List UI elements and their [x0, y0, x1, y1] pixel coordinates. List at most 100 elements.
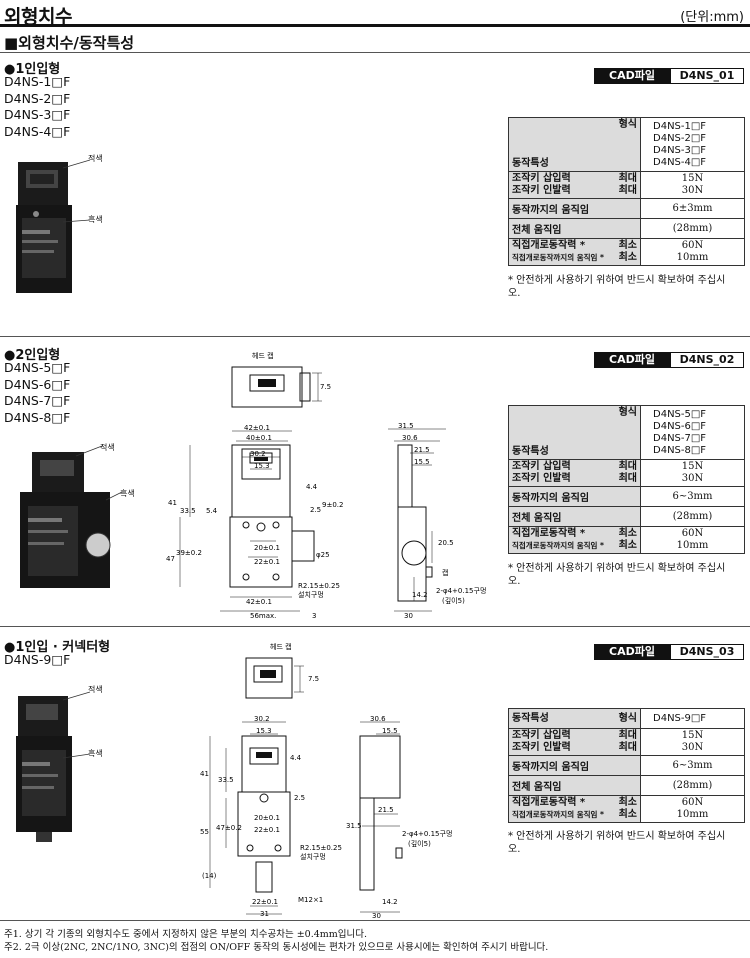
svg-text:2.5: 2.5 — [310, 506, 321, 514]
pretravel-value: 6~3mm — [640, 755, 745, 776]
svg-text:47: 47 — [166, 555, 175, 563]
pretravel-value: 6±3mm — [640, 198, 745, 219]
model-item: D4NS-5□F — [4, 360, 71, 375]
svg-text:30: 30 — [372, 912, 381, 918]
svg-text:9±0.2: 9±0.2 — [322, 501, 343, 509]
section-subtitle: ■외형치수/동작특성 — [4, 34, 135, 52]
svg-text:30.2: 30.2 — [250, 450, 266, 458]
type-header-cell: 형식 동작특성 — [508, 405, 641, 460]
svg-text:2-φ4+0.15구멍: 2-φ4+0.15구멍 — [402, 829, 452, 838]
svg-text:(깊이5): (깊이5) — [442, 596, 465, 605]
svg-text:4.4: 4.4 — [306, 483, 318, 491]
total-travel-value: (28mm) — [640, 775, 745, 796]
svg-text:42±0.1: 42±0.1 — [246, 598, 272, 606]
label-body-color: 흑색 — [120, 489, 135, 498]
product-photo-2 — [20, 445, 123, 588]
title-rule — [0, 24, 750, 27]
svg-text:47±0.2: 47±0.2 — [216, 824, 242, 832]
svg-text:헤드 캡: 헤드 캡 — [270, 642, 292, 651]
svg-text:2-φ4+0.15구멍: 2-φ4+0.15구멍 — [436, 586, 486, 595]
total-travel-label: 전체 움직임 — [508, 218, 641, 239]
svg-text:3: 3 — [312, 612, 316, 620]
svg-text:41: 41 — [200, 770, 209, 778]
section2-heading: ●2인입형 — [4, 348, 61, 363]
section-divider — [0, 336, 750, 337]
label-window-color: 적색 — [100, 443, 115, 452]
svg-text:39±0.2: 39±0.2 — [176, 549, 202, 557]
pretravel-value: 6~3mm — [640, 486, 745, 507]
section-divider — [0, 626, 750, 627]
svg-text:20±0.1: 20±0.1 — [254, 814, 280, 822]
svg-text:20±0.1: 20±0.1 — [254, 544, 280, 552]
cad-filename: D4NS_03 — [670, 644, 744, 660]
svg-text:15.5: 15.5 — [382, 727, 398, 735]
model-item: D4NS-8□F — [4, 409, 71, 425]
svg-text:15.3: 15.3 — [254, 462, 270, 470]
pretravel-label: 동작까지의 움직임 — [508, 755, 641, 776]
type-models-cell: D4NS-5□F D4NS-6□F D4NS-7□F D4NS-8□F — [640, 405, 745, 460]
model-item: D4NS-3□F — [4, 107, 71, 122]
model-item: D4NS-9□F — [4, 652, 71, 667]
svg-text:14.2: 14.2 — [412, 591, 428, 599]
svg-text:캡: 캡 — [442, 569, 448, 577]
svg-text:31: 31 — [260, 910, 269, 918]
svg-text:4.4: 4.4 — [290, 754, 302, 762]
footnote-2: 주2. 2극 이상(2NC, 2NC/1NO, 3NC)의 접점의 ON/OFF… — [4, 942, 549, 953]
section1-model-list: D4NS-1□F D4NS-2□F D4NS-3□F D4NS-4□F — [4, 74, 70, 140]
label-window-color: 적색 — [88, 685, 103, 694]
section3-heading: ●1인입 · 커넥터형 — [4, 640, 111, 655]
svg-text:56max.: 56max. — [250, 612, 276, 620]
unit-label: (단위:mm) — [680, 10, 744, 25]
svg-text:30.2: 30.2 — [254, 715, 270, 723]
cad-file-badge-1[interactable]: CAD파일 D4NS_01 — [594, 68, 744, 84]
product-photo-1 — [16, 159, 91, 293]
svg-text:42±0.1: 42±0.1 — [244, 424, 270, 432]
cad-file-badge-3[interactable]: CAD파일 D4NS_03 — [594, 644, 744, 660]
svg-text:20.5: 20.5 — [438, 539, 454, 547]
footnote-rule — [0, 920, 750, 921]
model-item: D4NS-7□F — [4, 393, 71, 408]
cad-filename: D4NS_02 — [670, 352, 744, 368]
total-travel-value: (28mm) — [640, 218, 745, 239]
pretravel-label: 동작까지의 움직임 — [508, 198, 641, 219]
svg-text:30.6: 30.6 — [402, 434, 418, 442]
svg-text:33.5: 33.5 — [180, 507, 196, 515]
svg-text:33.5: 33.5 — [218, 776, 234, 784]
cad-filename: D4NS_01 — [670, 68, 744, 84]
svg-text:R2.15±0.25: R2.15±0.25 — [300, 844, 342, 852]
label-body-color: 흑색 — [88, 749, 103, 758]
total-travel-value: (28mm) — [640, 506, 745, 527]
svg-text:15.3: 15.3 — [256, 727, 272, 735]
svg-text:2.5: 2.5 — [294, 794, 305, 802]
svg-text:φ25: φ25 — [316, 551, 330, 559]
pretravel-label: 동작까지의 움직임 — [508, 486, 641, 507]
page-title: 외형치수 — [4, 6, 72, 28]
svg-text:41: 41 — [168, 499, 177, 507]
svg-text:R2.15±0.25: R2.15±0.25 — [298, 582, 340, 590]
positive-opening-label: 직접개로동작력 *최소 직접개로동작까지의 움직임 *최소 — [508, 526, 641, 554]
safety-note-1: * 안전하게 사용하기 위하여 반드시 확보하여 주십시오. — [508, 275, 726, 299]
svg-text:(14): (14) — [202, 872, 217, 880]
svg-text:(깊이5): (깊이5) — [408, 839, 431, 848]
cad-label: CAD파일 — [594, 352, 670, 368]
svg-text:헤드 캡: 헤드 캡 — [252, 351, 274, 360]
cad-file-badge-2[interactable]: CAD파일 D4NS_02 — [594, 352, 744, 368]
svg-text:55: 55 — [200, 828, 209, 836]
svg-text:7.5: 7.5 — [308, 675, 319, 683]
positive-opening-label: 직접개로동작력 *최소 직접개로동작까지의 움직임 *최소 — [508, 795, 641, 823]
total-travel-label: 전체 움직임 — [508, 506, 641, 527]
cad-label: CAD파일 — [594, 68, 670, 84]
type-models-cell: D4NS-9□F — [640, 708, 745, 729]
svg-text:30.6: 30.6 — [370, 715, 386, 723]
cad-label: CAD파일 — [594, 644, 670, 660]
model-item: D4NS-1□F — [4, 74, 71, 89]
spec-table-1: 형식 동작특성 D4NS-1□F D4NS-2□F D4NS-3□F D4NS-… — [508, 117, 745, 266]
svg-text:14.2: 14.2 — [382, 898, 398, 906]
